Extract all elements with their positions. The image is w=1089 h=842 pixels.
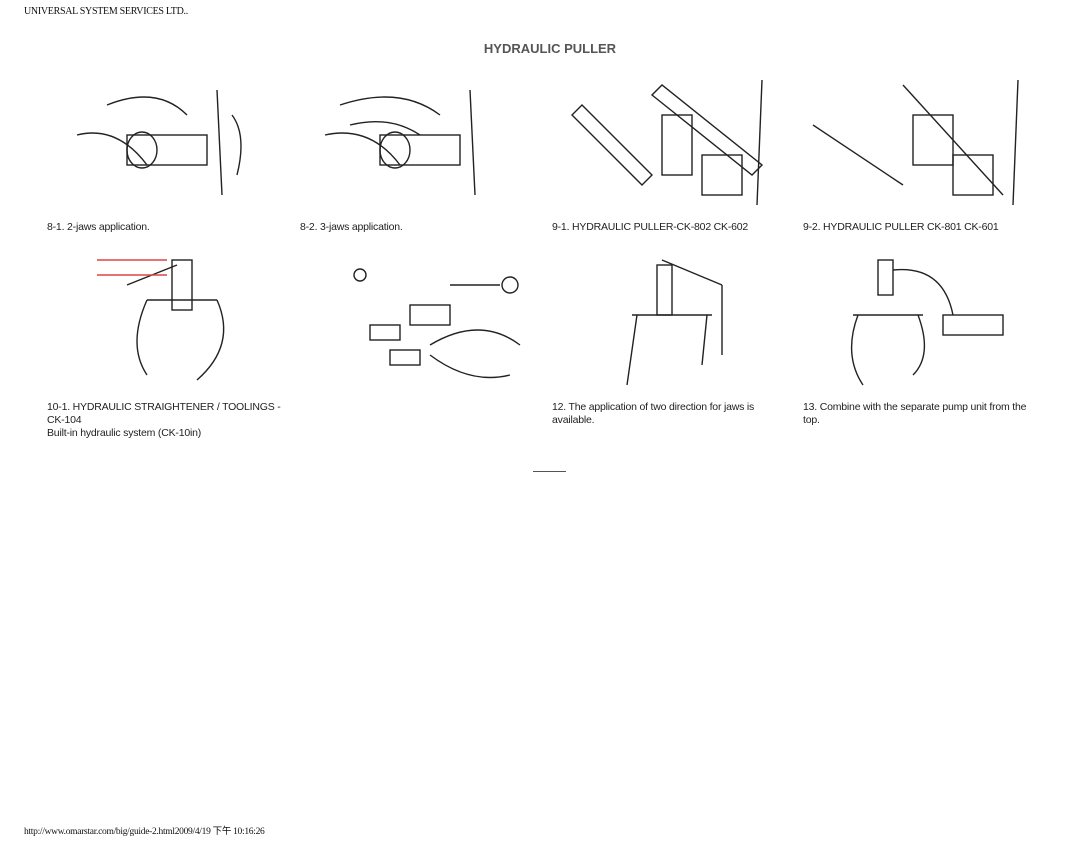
separate-pump-illustration — [850, 259, 1004, 386]
caption-secondary: Built-in hydraulic system (CK-10in) — [47, 427, 202, 439]
two-jaw-puller-illustration — [76, 89, 242, 196]
caption: 13. Combine with the separate pump unit … — [803, 401, 1027, 426]
product-item: 8-1. 2-jaws application. — [47, 75, 287, 234]
product-item: 9-1. HYDRAULIC PULLER-CK-802 CK-602 — [552, 75, 792, 234]
page-title: HYDRAULIC PULLER — [483, 41, 617, 56]
product-item: 9-2. HYDRAULIC PULLER CK-801 CK-601 — [803, 75, 1043, 234]
puller-ck801-illustration — [812, 79, 1019, 206]
caption: 8-2. 3-jaws application. — [300, 221, 403, 233]
product-item: 12. The application of two direction for… — [552, 255, 792, 427]
company-header: UNIVERSAL SYSTEM SERVICES LTD.. — [24, 6, 188, 17]
three-jaw-puller-illustration — [324, 89, 476, 196]
product-item: 10-1. HYDRAULIC STRAIGHTENER / TOOLINGS … — [47, 255, 297, 440]
divider — [533, 471, 566, 472]
caption: 9-1. HYDRAULIC PULLER-CK-802 CK-602 — [552, 221, 749, 233]
caption: 10-1. HYDRAULIC STRAIGHTENER / TOOLINGS … — [47, 401, 281, 426]
product-item: 8-2. 3-jaws application. — [300, 75, 540, 234]
straightener-illustration — [97, 259, 225, 381]
puller-ck802-illustration — [571, 79, 764, 206]
caption: 12. The application of two direction for… — [552, 401, 755, 426]
two-direction-jaws-illustration — [626, 259, 723, 386]
product-item — [330, 255, 570, 395]
product-item: 13. Combine with the separate pump unit … — [803, 255, 1043, 427]
exploded-parts-diagram — [353, 268, 521, 379]
caption: 9-2. HYDRAULIC PULLER CK-801 CK-601 — [803, 221, 999, 233]
caption: 8-1. 2-jaws application. — [47, 221, 150, 233]
print-footer: http://www.omarstar.com/big/guide-2.html… — [24, 827, 265, 837]
